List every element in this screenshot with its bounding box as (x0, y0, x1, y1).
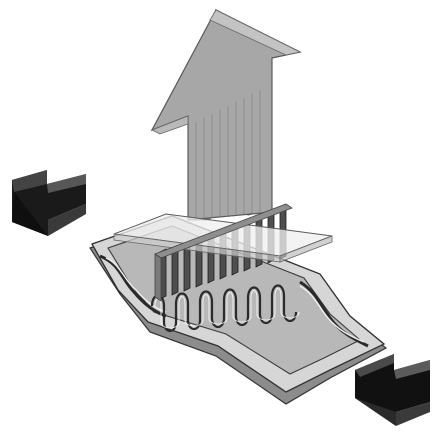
microfluidic-plate (90, 204, 386, 404)
arrow-left-3d-icon (355, 354, 430, 426)
arrow-up-3d-icon (152, 10, 300, 220)
arrow-right-3d-icon (12, 170, 86, 236)
